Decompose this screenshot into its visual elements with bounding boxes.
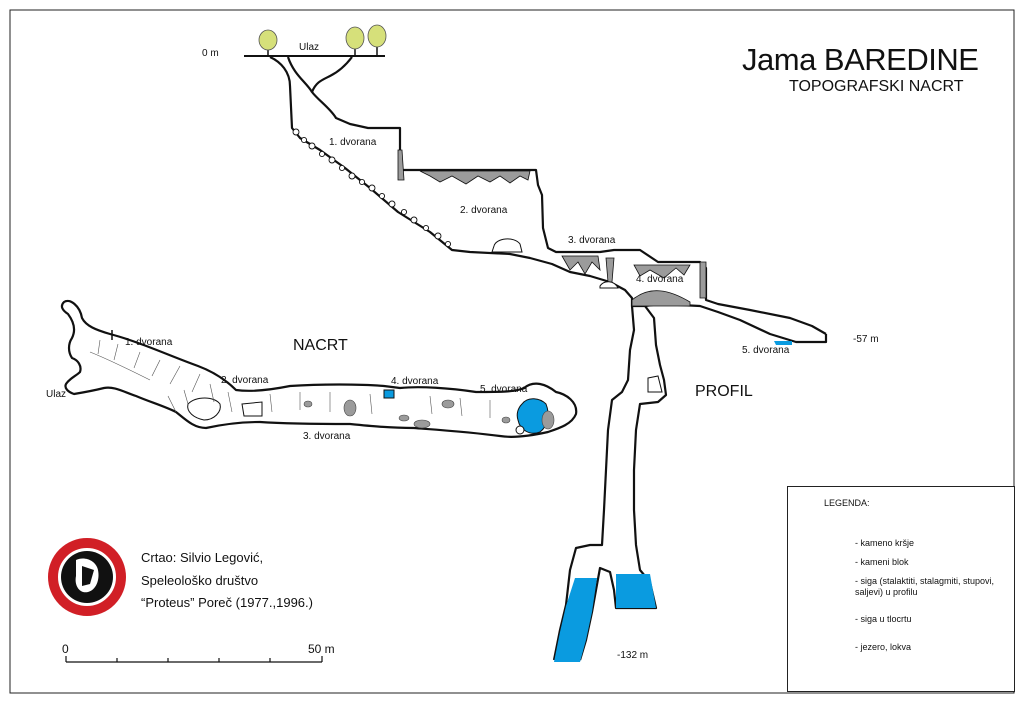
- profile-entrance-label: Ulaz: [299, 42, 320, 53]
- legend-title: LEGENDA:: [824, 498, 870, 508]
- society-logo: [48, 538, 126, 616]
- profile-rubble: [292, 128, 452, 248]
- map-subtitle: TOPOGRAFSKI NACRT: [789, 78, 964, 95]
- plan-lake-small: [383, 389, 395, 399]
- profile-chamber-1: 1. dvorana: [329, 137, 377, 148]
- plan-lake-large: [516, 398, 549, 434]
- profile-section: [244, 55, 828, 661]
- plan-entrance-label: Ulaz: [46, 389, 67, 400]
- profile-upper-wall: [286, 56, 827, 335]
- legend-item-speleothem-plan: - siga u tlocrtu: [855, 614, 912, 624]
- map-frame: [9, 9, 1015, 694]
- scale-end-label: 50 m: [308, 642, 335, 656]
- profile-speleothems: [397, 149, 707, 307]
- scale-bar: [65, 656, 323, 663]
- plan-section: [60, 299, 578, 438]
- credit-line-1: Crtao: Silvio Legović,: [141, 550, 264, 565]
- profile-lower-wall: [269, 55, 828, 344]
- plan-chamber-1: 1. dvorana: [125, 337, 173, 348]
- entrance-trees: [258, 24, 387, 57]
- profile-chamber-3: 3. dvorana: [568, 235, 616, 246]
- credit-line-3: “Proteus” Poreč (1977.,1996.): [141, 595, 313, 610]
- plan-chamber-5: 5. dvorana: [480, 384, 528, 395]
- plan-outline: [60, 299, 578, 438]
- profile-blocks: [491, 238, 663, 393]
- legend-item-lake: - jezero, lokva: [855, 642, 912, 652]
- depth-label-top: 0 m: [202, 48, 219, 59]
- profile-shaft-right: [578, 305, 668, 661]
- depth-label-bottom: -132 m: [617, 650, 649, 661]
- plan-heading: NACRT: [293, 337, 348, 354]
- profile-chamber-2: 2. dvorana: [460, 205, 508, 216]
- depth-label-mid: -57 m: [853, 334, 879, 345]
- plan-hatching: [89, 339, 491, 418]
- scale-start-label: 0: [62, 642, 69, 656]
- legend-item-speleothem-profile: - siga (stalaktiti, stalagmiti, stupovi,…: [855, 576, 995, 597]
- legend-item-block: - kameni blok: [855, 557, 909, 567]
- plan-chamber-4: 4. dvorana: [391, 376, 439, 387]
- profile-water: [554, 341, 792, 662]
- profile-chamber-4: 4. dvorana: [636, 274, 684, 285]
- credit-line-2: Speleološko društvo: [141, 573, 259, 588]
- profile-heading: PROFIL: [695, 383, 753, 400]
- plan-blocks: [187, 397, 525, 435]
- plan-chamber-3: 3. dvorana: [303, 431, 351, 442]
- profile-shaft-left: [552, 305, 636, 661]
- plan-speleothems: [303, 399, 555, 430]
- plan-chamber-2: 2. dvorana: [221, 375, 269, 386]
- map-title: Jama BAREDINE: [742, 42, 979, 77]
- legend-box: [787, 486, 1015, 692]
- profile-chamber-5: 5. dvorana: [742, 345, 790, 356]
- legend-item-rubble: - kameno kršje: [855, 538, 915, 548]
